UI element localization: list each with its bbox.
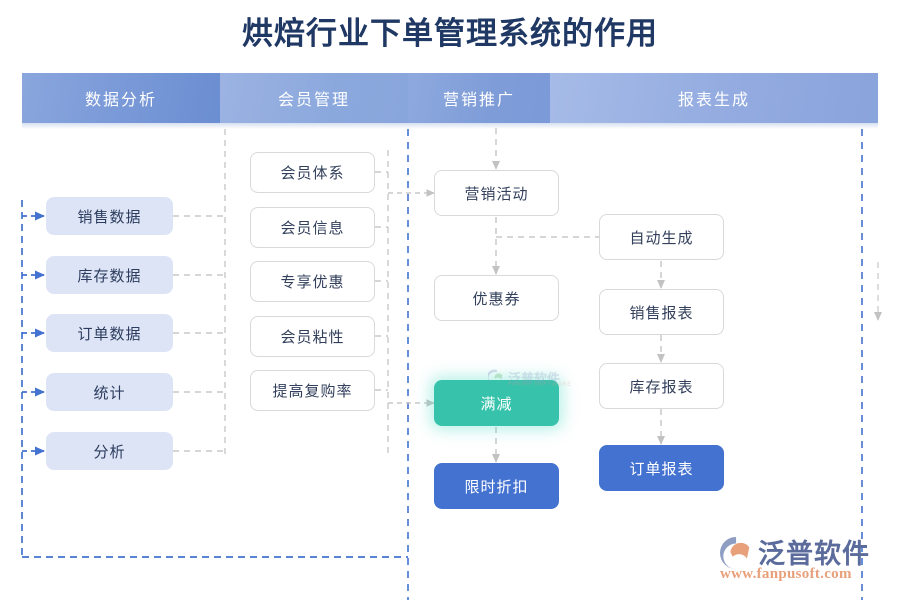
logo-url-text: www.fanpusoft.com: [720, 566, 852, 582]
watermark-brand: 泛普软件: [508, 371, 561, 386]
node-member-info[interactable]: 会员信息: [250, 207, 375, 248]
node-label: 库存数据: [77, 268, 142, 285]
node-label: 满减: [480, 396, 513, 413]
node-label: 销售数据: [77, 209, 142, 226]
node-label: 统计: [93, 385, 126, 402]
node-label: 销售报表: [629, 305, 694, 322]
node-label: 分析: [93, 444, 126, 461]
node-limited-time-discount[interactable]: 限时折扣: [434, 463, 559, 509]
node-analysis[interactable]: 分析: [46, 432, 173, 470]
node-member-stickiness[interactable]: 会员粘性: [250, 316, 375, 357]
node-marketing-activity[interactable]: 营销活动: [434, 170, 559, 216]
node-label: 限时折扣: [464, 479, 529, 496]
header-segment-member-management[interactable]: 会员管理: [220, 73, 408, 123]
header-segment-report[interactable]: 报表生成: [550, 73, 878, 123]
fanpu-logo: 泛普软件 www.fanpusoft.com: [718, 534, 886, 588]
node-label: 会员体系: [280, 166, 345, 182]
node-label: 营销活动: [464, 186, 529, 203]
header-shadow: [22, 123, 878, 129]
watermark-brand-sub: FANPU SOFTWARE: [508, 382, 572, 388]
node-sales-data[interactable]: 销售数据: [46, 197, 173, 235]
node-increase-repurchase[interactable]: 提高复购率: [250, 370, 375, 411]
node-label: 订单数据: [77, 326, 142, 343]
node-full-reduction[interactable]: 满减: [434, 380, 559, 426]
node-label: 会员信息: [280, 221, 345, 237]
fanpu-logo-icon: [488, 369, 503, 385]
node-auto-generate[interactable]: 自动生成: [599, 214, 724, 260]
node-order-report[interactable]: 订单报表: [599, 445, 724, 491]
node-member-system[interactable]: 会员体系: [250, 152, 375, 193]
node-label: 提高复购率: [272, 384, 353, 400]
node-stock-data[interactable]: 库存数据: [46, 256, 173, 294]
header-label: 报表生成: [677, 92, 750, 109]
node-label: 自动生成: [629, 230, 694, 247]
node-statistics[interactable]: 统计: [46, 373, 173, 411]
fanpu-logo-icon: [720, 536, 750, 570]
node-order-data[interactable]: 订单数据: [46, 314, 173, 352]
node-stock-report[interactable]: 库存报表: [599, 363, 724, 409]
node-coupon[interactable]: 优惠券: [434, 275, 559, 321]
node-label: 订单报表: [629, 461, 694, 478]
header-label: 营销推广: [442, 92, 515, 109]
page-title: 烘焙行业下单管理系统的作用: [242, 16, 658, 51]
node-exclusive-offer[interactable]: 专享优惠: [250, 261, 375, 302]
header-segment-data-analysis[interactable]: 数据分析: [22, 73, 220, 123]
node-label: 库存报表: [629, 379, 694, 396]
header-label: 数据分析: [84, 92, 157, 109]
node-label: 优惠券: [472, 291, 521, 308]
category-header-bar: 数据分析 会员管理 营销推广 报表生成: [22, 73, 878, 123]
node-label: 专享优惠: [280, 275, 345, 291]
node-label: 会员粘性: [280, 330, 345, 346]
logo-brand-text: 泛普软件: [758, 539, 870, 569]
node-sales-report[interactable]: 销售报表: [599, 289, 724, 335]
center-watermark: 泛普软件 FANPU SOFTWARE: [488, 368, 580, 394]
header-label: 会员管理: [277, 92, 350, 109]
header-segment-marketing[interactable]: 营销推广: [408, 73, 550, 123]
